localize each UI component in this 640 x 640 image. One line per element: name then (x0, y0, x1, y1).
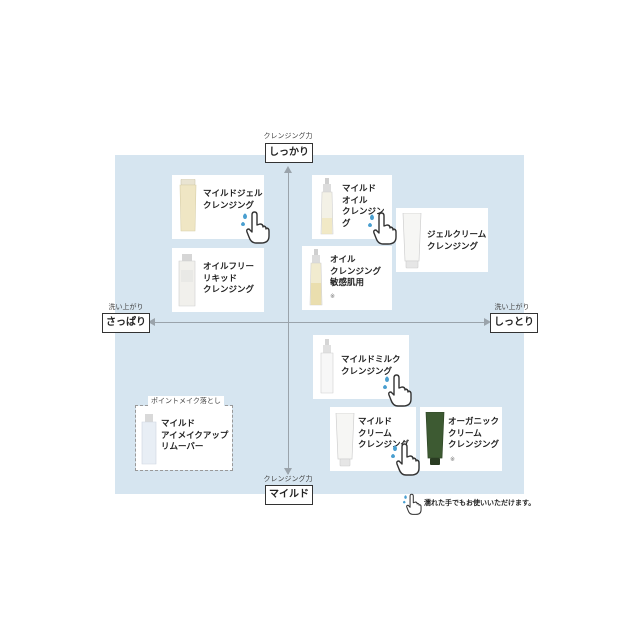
legend: 濡れた手でもお使いいただけます。 (402, 493, 542, 515)
pump-bottle-product-image (320, 178, 334, 235)
legend-text: 濡れた手でもお使いいただけます。 (424, 499, 536, 507)
tube-product-image (402, 213, 422, 269)
bottom-axis-label: マイルド (265, 485, 313, 505)
product-title: マイルドジェル クレンジング (203, 189, 263, 211)
tube-product-image (425, 412, 445, 465)
top-axis-label: しっかり (265, 143, 313, 163)
bottle-product-image (178, 254, 196, 307)
wet-hands-ok-icon (383, 374, 412, 407)
product-card-oil-cleansing-sensitive[interactable]: オイル クレンジング 敏感肌用 ※ (302, 246, 392, 310)
tube-product-image (335, 413, 355, 467)
product-card-oil-free-liquid-cleansing[interactable]: オイルフリー リキッド クレンジング (172, 248, 264, 312)
product-card-organic-cream-cleansing[interactable]: オーガニック クリーム クレンジング ※ (420, 407, 502, 471)
product-note: ※ (330, 293, 336, 300)
bottle-product-image (141, 414, 157, 465)
product-card-mild-eye-makeup-remover[interactable]: マイルド アイメイクアップ リムーバー (136, 406, 232, 470)
bottom-axis-caption: クレンジング力 (263, 475, 313, 483)
product-title: マイルド アイメイクアップ リムーバー (161, 419, 229, 452)
vertical-axis (288, 168, 289, 474)
arrow-down-icon (284, 468, 292, 475)
product-note: ※ (450, 456, 456, 463)
pump-bottle-product-image (320, 339, 334, 394)
product-card-mild-milk-cleansing[interactable]: マイルドミルク クレンジング (313, 335, 409, 399)
arrow-left-icon (148, 318, 155, 326)
product-title: マイルド オイル クレンジング (342, 184, 385, 229)
left-axis-caption: 洗い上がり (108, 303, 144, 311)
product-title: オーガニック クリーム クレンジング (448, 417, 500, 450)
product-title: オイル クレンジング 敏感肌用 (330, 255, 382, 288)
arrow-right-icon (484, 318, 491, 326)
left-axis-label: さっぱり (102, 313, 150, 333)
right-axis-caption: 洗い上がり (494, 303, 530, 311)
product-card-gel-cream-cleansing[interactable]: ジェルクリーム クレンジング (396, 208, 488, 272)
product-card-mild-oil-cleansing[interactable]: マイルド オイル クレンジング (312, 175, 392, 239)
wet-hands-ok-icon (241, 211, 270, 244)
wet-hands-ok-icon (391, 443, 420, 476)
point-makeup-remover-group: マイルド アイメイクアップ リムーバー (135, 405, 233, 471)
product-title: ジェルクリーム クレンジング (427, 230, 487, 252)
product-title: オイルフリー リキッド クレンジング (203, 262, 255, 295)
wet-hands-ok-icon (368, 212, 397, 245)
right-axis-label: しっとり (490, 313, 538, 333)
product-card-mild-gel-cleansing[interactable]: マイルドジェル クレンジング (172, 175, 264, 239)
product-title: マイルドミルク クレンジング (341, 355, 401, 377)
wet-hands-ok-icon (402, 493, 422, 515)
pump-bottle-product-image (309, 249, 323, 306)
horizontal-axis (150, 322, 488, 323)
group-label: ポイントメイク落とし (148, 396, 224, 406)
top-axis-caption: クレンジング力 (263, 132, 313, 140)
tube-product-image (179, 179, 197, 232)
product-title: マイルド クリーム クレンジング (358, 417, 410, 450)
arrow-up-icon (284, 166, 292, 173)
